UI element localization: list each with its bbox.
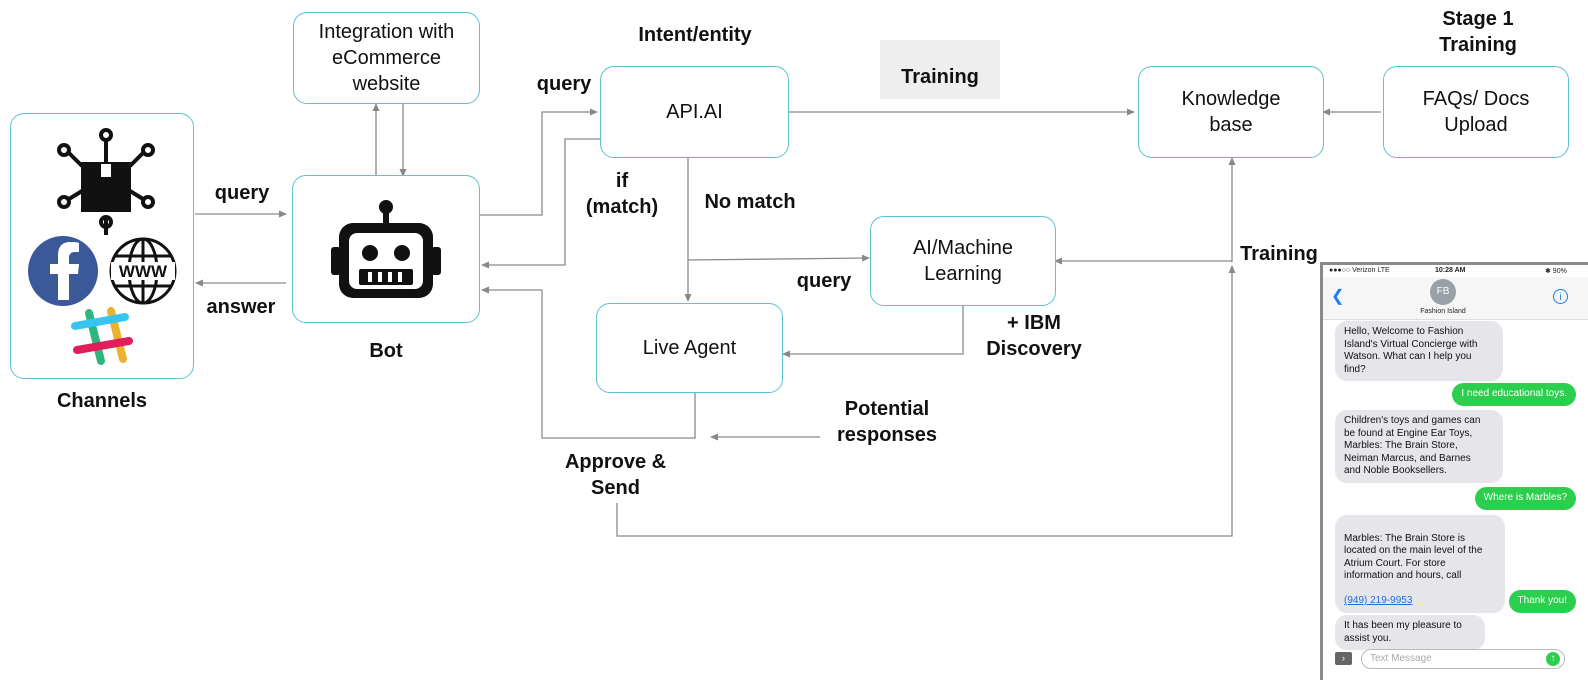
svg-text:WWW: WWW — [119, 262, 168, 281]
faqs-upload-box: FAQs/ Docs Upload — [1383, 66, 1569, 158]
faqs-upload-label: FAQs/ Docs Upload — [1422, 88, 1530, 136]
expand-icon[interactable]: › — [1335, 652, 1352, 665]
answer-label: answer — [206, 296, 276, 318]
message-input[interactable]: Text Message — [1361, 649, 1565, 669]
battery-text: ✱ 90% — [1545, 268, 1567, 275]
info-icon[interactable]: i — [1553, 289, 1568, 304]
stage1-training-label: Stage 1 Training — [1439, 8, 1517, 56]
contact-name: Fashion Island — [1420, 308, 1466, 315]
message-bubble-out: Where is Marbles? — [1474, 487, 1576, 510]
bot-box — [292, 175, 480, 323]
query-label-channels: query — [214, 182, 270, 204]
arrow-training-feedback — [616, 265, 1236, 537]
ai-ml-box: AI/Machine Learning — [870, 216, 1056, 306]
integration-box: Integration with eCommerce website — [293, 12, 480, 104]
query-label-ml: query — [796, 270, 852, 292]
carrier-text: ●●●○○ Verizon LTE — [1329, 267, 1390, 274]
ai-ml-label: AI/Machine Learning — [912, 237, 1014, 285]
message-bubble-out: Thank you! — [1508, 590, 1576, 613]
facebook-icon — [28, 236, 98, 306]
arrow-apiai-match-to-bot — [481, 138, 600, 269]
training-shade — [880, 40, 1000, 99]
arrow-live-to-bot — [481, 286, 696, 439]
knowledge-base-box: Knowledge base — [1138, 66, 1324, 158]
channels-box: WWW — [10, 113, 194, 379]
slack-icon — [71, 307, 133, 365]
message-bubble-out: I need educational toys. — [1452, 383, 1576, 406]
intent-entity-label: Intent/entity — [638, 24, 752, 46]
approve-send-label: Approve & Send — [564, 451, 667, 499]
phone-number-link[interactable]: (949) 219-9953 — [1344, 595, 1413, 606]
back-icon[interactable]: ❮ — [1331, 288, 1345, 305]
clock-text: 10:28 AM — [1435, 267, 1466, 274]
knowledge-base-label: Knowledge base — [1181, 88, 1281, 136]
message-input-bar: › Text Message ↑ — [1323, 645, 1588, 675]
arrow-ml-to-live — [782, 306, 964, 358]
potential-responses-label: Potential responses — [836, 398, 938, 446]
www-globe-icon: WWW — [109, 237, 177, 305]
no-match-label: No match — [704, 191, 796, 213]
message-bubble-in: It has been my pleasure to assist you. — [1335, 615, 1485, 650]
channels-label: Channels — [56, 390, 148, 412]
bot-label: Bot — [369, 340, 403, 362]
phone-screenshot: ●●●○○ Verizon LTE 10:28 AM ✱ 90% ❮ FB Fa… — [1320, 262, 1588, 680]
message-bubble-in: Marbles: The Brain Store is located on t… — [1335, 515, 1505, 613]
training-right-label: Training — [1240, 243, 1318, 265]
query-label-api: query — [536, 73, 592, 95]
arrow-to-ml — [687, 254, 870, 262]
training-top-label: Training — [901, 66, 979, 88]
live-agent-label: Live Agent — [642, 337, 737, 359]
if-match-label: if (match) — [585, 170, 659, 218]
message-bubble-in: Hello, Welcome to Fashion Island's Virtu… — [1335, 321, 1503, 381]
live-agent-box: Live Agent — [596, 303, 783, 393]
integration-box-label: Integration with eCommerce website — [318, 21, 455, 95]
box-network-icon — [57, 128, 155, 235]
message-text: Marbles: The Brain Store is located on t… — [1344, 532, 1483, 582]
api-ai-label: API.AI — [666, 101, 723, 123]
message-bubble-in: Children's toys and games can be found a… — [1335, 410, 1503, 483]
avatar: FB — [1430, 279, 1456, 305]
conversation-header: ❮ FB Fashion Island i — [1323, 277, 1588, 320]
robot-icon — [331, 200, 441, 298]
phone-status-bar: ●●●○○ Verizon LTE 10:28 AM ✱ 90% — [1323, 265, 1588, 277]
send-icon[interactable]: ↑ — [1546, 652, 1560, 666]
arrow-bot-to-apiai — [479, 108, 598, 216]
ibm-discovery-label: + IBM Discovery — [986, 312, 1082, 360]
api-ai-box: API.AI — [600, 66, 789, 158]
